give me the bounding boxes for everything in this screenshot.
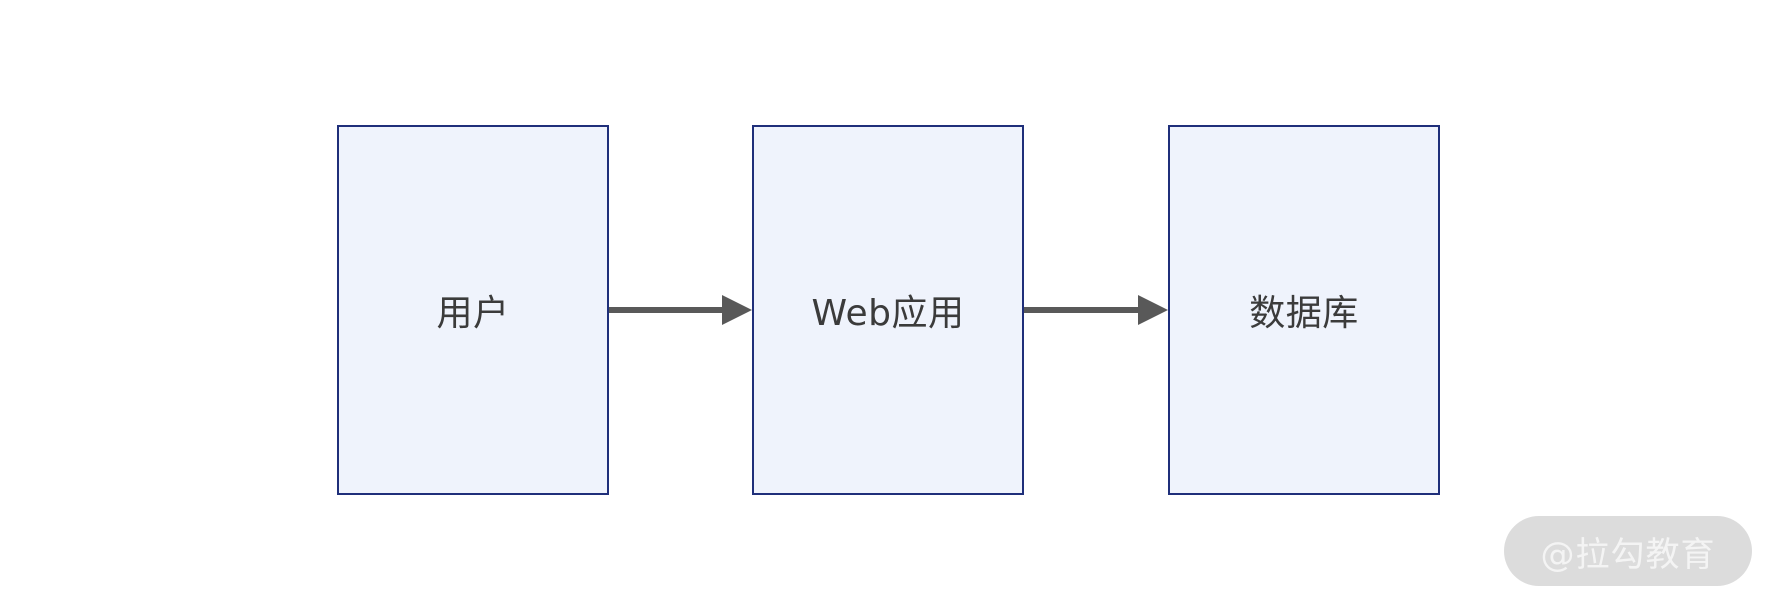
arrowhead-icon: [722, 295, 752, 325]
edge-user-to-web: [609, 295, 752, 325]
node-database: 数据库: [1168, 125, 1440, 495]
arrowhead-icon: [1138, 295, 1168, 325]
watermark-text: @拉勾教育: [1540, 534, 1716, 575]
node-user-label: 用户: [436, 293, 510, 334]
node-user: 用户: [337, 125, 609, 495]
watermark-badge: @拉勾教育: [1504, 516, 1752, 586]
node-web-app: Web应用: [752, 125, 1024, 495]
node-database-label: 数据库: [1249, 293, 1359, 334]
node-web-app-label: Web应用: [811, 293, 965, 334]
edge-web-to-db: [1024, 295, 1168, 325]
